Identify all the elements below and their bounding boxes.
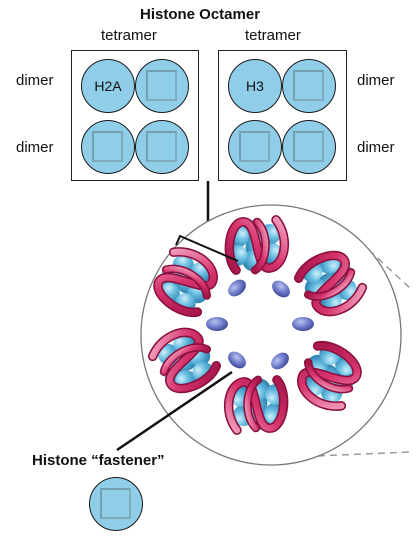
fastener-ovals	[206, 279, 314, 370]
dimer-label-left-bottom: dimer	[16, 139, 54, 156]
histone-circle	[135, 59, 189, 113]
histone-h3: H3	[228, 59, 282, 113]
histone-circle	[81, 120, 135, 174]
dimer-label-right-top: dimer	[357, 72, 395, 89]
histone-circle	[228, 120, 282, 174]
histone-h3-label: H3	[246, 78, 264, 94]
dimer-label-left-top: dimer	[16, 72, 54, 89]
fastener-label: Histone “fastener”	[32, 452, 165, 469]
histone-circle	[282, 120, 336, 174]
dimer-label-right-bottom: dimer	[357, 139, 395, 156]
histone-circle	[135, 120, 189, 174]
tetramer-box-left: H2A	[71, 50, 199, 181]
fastener-histone-circle	[89, 477, 143, 531]
bracket-line	[175, 234, 239, 262]
histone-h2a-label: H2A	[94, 78, 122, 94]
histone-h2a: H2A	[81, 59, 135, 113]
fastener-pointer-line	[116, 370, 233, 452]
histone-circle	[282, 59, 336, 113]
tetramer-label-left: tetramer	[101, 27, 157, 44]
tetramer-box-right: H3	[218, 50, 347, 181]
diagram-title: Histone Octamer	[140, 6, 261, 23]
tetramer-label-right: tetramer	[245, 27, 301, 44]
